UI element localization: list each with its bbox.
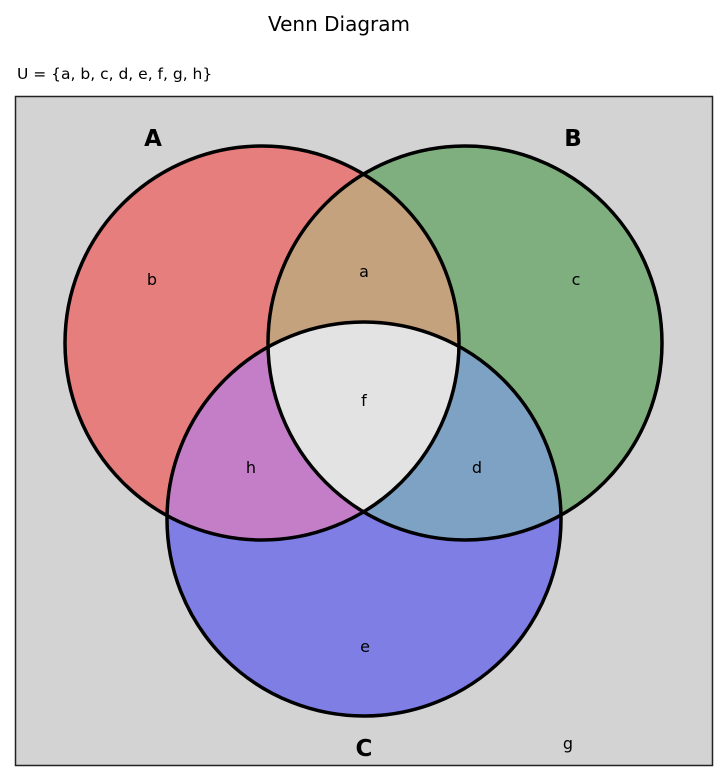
region-b-only-label: c: [572, 270, 581, 289]
set-a-outline: [63, 144, 461, 542]
set-b-label: B: [564, 126, 582, 152]
region-outside-label: g: [563, 734, 573, 753]
region-b-and-c-label: d: [472, 458, 482, 477]
set-c-label: C: [356, 736, 373, 762]
region-abc-label: f: [361, 391, 367, 410]
region-a-and-c-label: h: [246, 458, 256, 477]
region-a-and-b-label: a: [359, 262, 369, 281]
set-a-label: A: [144, 126, 162, 152]
set-b-outline: [266, 144, 664, 542]
region-a-only-label: b: [147, 270, 157, 289]
region-c-only-label: e: [360, 637, 370, 656]
universe-set-text: U = {a, b, c, d, e, f, g, h}: [17, 65, 213, 83]
diagram-title: Venn Diagram: [267, 12, 410, 36]
set-c-outline: [165, 320, 563, 718]
